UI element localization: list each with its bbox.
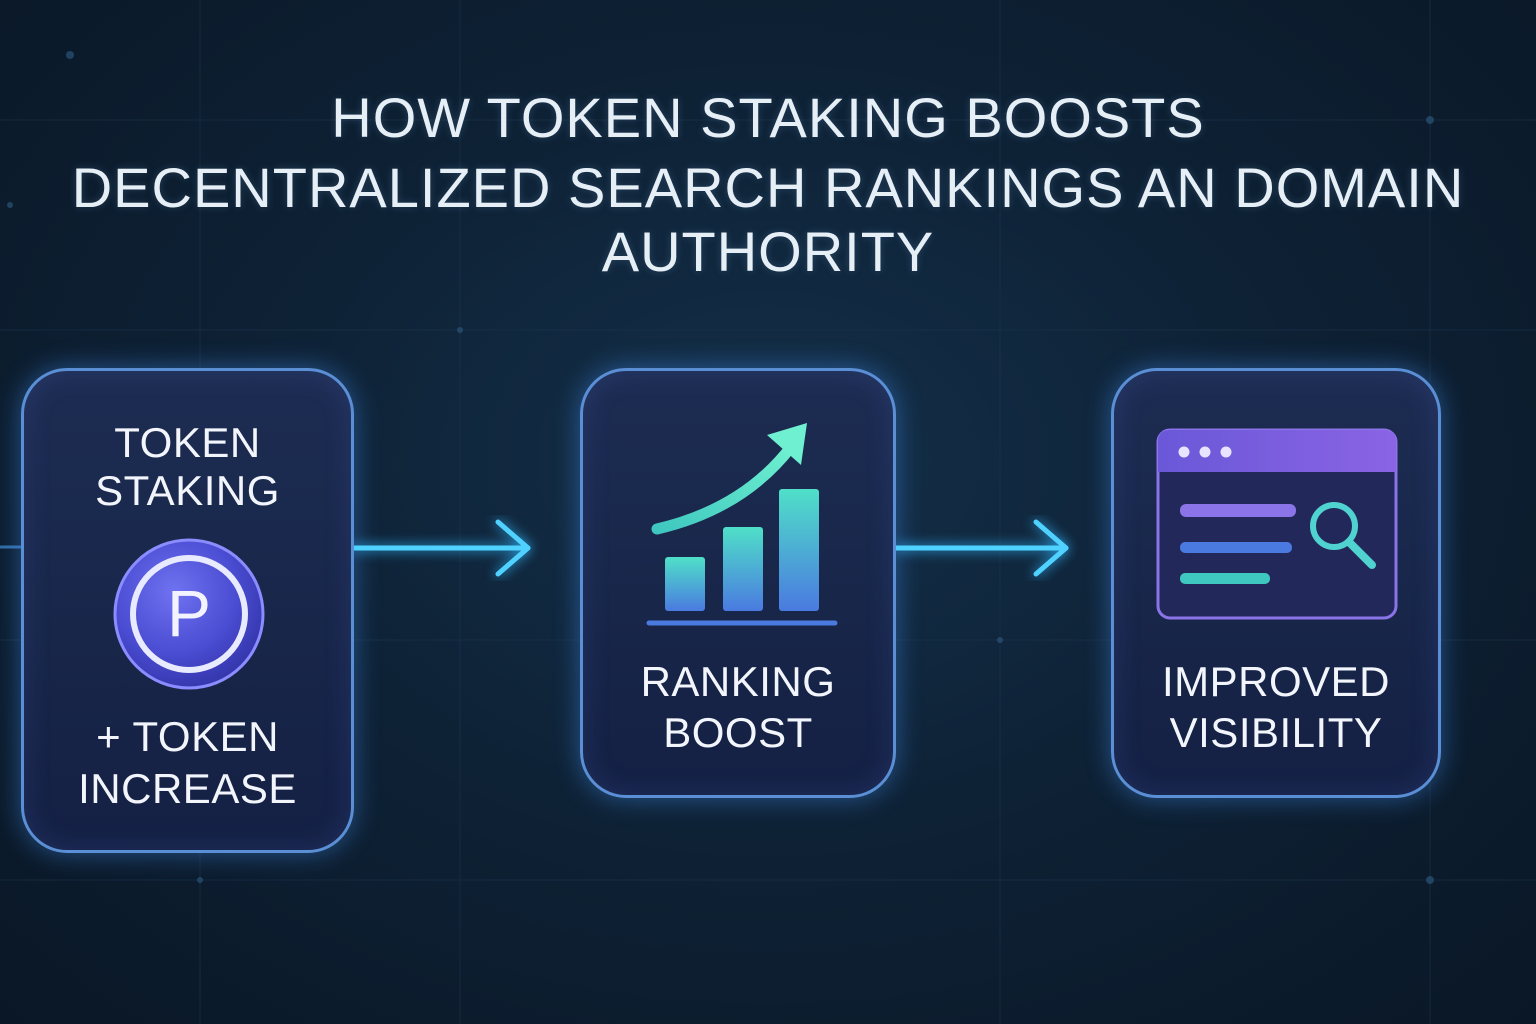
coin-letter: P: [167, 576, 211, 650]
step-label-line-2: VISIBILITY: [1169, 709, 1383, 756]
step-label-line-1: TOKEN: [114, 419, 261, 466]
title-line-2: DECENTRALIZED SEARCH RANKINGS AN DOMAIN: [71, 156, 1465, 219]
step-card-ranking-boost: RANKING BOOST: [580, 368, 896, 798]
flow-arrow-2: [896, 519, 1069, 577]
step-label-line-1: RANKING: [640, 658, 836, 705]
bar-chart-arrow-icon: [646, 423, 838, 626]
title-line-3: AUTHORITY: [601, 220, 935, 283]
browser-search-icon: [1156, 428, 1398, 620]
step-label-line-1: IMPROVED: [1161, 658, 1391, 705]
step-card-token-staking: TOKEN STAKING P + TOKEN INCREASE: [21, 368, 354, 853]
step-label-line-2: BOOST: [663, 709, 813, 756]
step-footer-line-2: INCREASE: [78, 765, 297, 812]
flow-arrow-1: [354, 519, 531, 577]
step-label-line-2: STAKING: [95, 467, 280, 514]
step-card-improved-visibility: IMPROVED VISIBILITY: [1111, 368, 1441, 798]
step-footer-line-1: + TOKEN: [96, 713, 279, 760]
title-line-1: HOW TOKEN STAKING BOOSTS: [331, 86, 1205, 149]
token-coin-icon: P: [113, 538, 265, 690]
